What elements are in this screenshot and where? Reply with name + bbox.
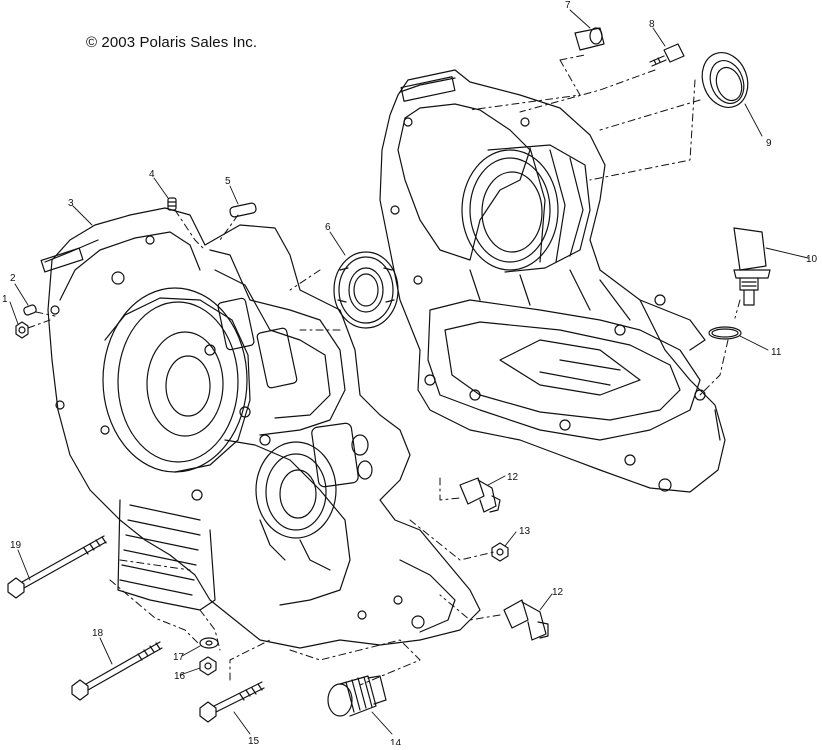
callout-17: 17 — [173, 652, 185, 663]
callout-7: 7 — [565, 0, 571, 11]
callout-6: 6 — [325, 222, 331, 233]
part-9-seal — [701, 52, 749, 108]
part-14-fitting — [327, 675, 387, 717]
part-2-dowel — [23, 304, 37, 316]
part-7-plug — [574, 27, 605, 51]
right-crankcase-half — [379, 69, 726, 493]
callout-8: 8 — [649, 19, 655, 30]
part-19-bolt — [7, 535, 107, 599]
part-8-bolt — [649, 43, 685, 67]
part-15-bolt — [199, 681, 265, 723]
part-5-dowel — [229, 202, 257, 218]
assembly-lines — [27, 54, 741, 686]
part-13-nut — [491, 542, 509, 562]
callout-10: 10 — [806, 254, 818, 265]
copyright-notice: © 2003 Polaris Sales Inc. — [86, 34, 258, 51]
left-crankcase-half — [40, 207, 481, 649]
callout-3: 3 — [68, 198, 74, 209]
callout-5: 5 — [225, 176, 231, 187]
callout-15: 15 — [248, 736, 260, 745]
callout-4: 4 — [149, 169, 155, 180]
part-10-sensor — [733, 227, 771, 306]
part-11-oring — [708, 326, 742, 340]
callout-11: 11 — [771, 347, 782, 358]
part-1-nut — [15, 321, 29, 339]
callout-14: 14 — [390, 738, 402, 745]
callout-12-lower: 12 — [552, 587, 564, 598]
part-6-bearing — [333, 251, 399, 329]
part-4-pin — [167, 197, 177, 211]
callout-13: 13 — [519, 526, 531, 537]
part-17-washer — [199, 637, 219, 649]
part-16-nut — [199, 656, 217, 676]
callout-19: 19 — [10, 540, 22, 551]
leader-lines — [9, 9, 809, 735]
part-18-bolt — [71, 641, 163, 701]
callout-2: 2 — [10, 273, 16, 284]
callout-16: 16 — [174, 671, 186, 682]
callout-1: 1 — [2, 294, 8, 305]
callout-9: 9 — [766, 138, 772, 149]
callout-18: 18 — [92, 628, 104, 639]
part-12-fitting-lower — [503, 599, 549, 641]
part-12-fitting-upper — [459, 477, 501, 513]
callout-12-upper: 12 — [507, 472, 519, 483]
